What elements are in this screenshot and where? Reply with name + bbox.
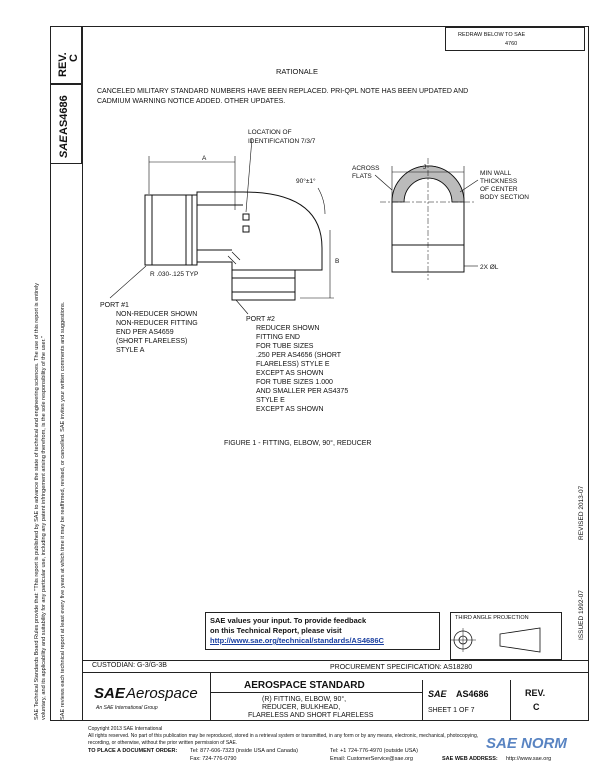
doc-title-1: (R) FITTING, ELBOW, 90°, [262, 696, 347, 703]
title-block-rule [82, 660, 589, 661]
title-rule-2 [82, 672, 589, 673]
redraw-line-2: 4760 [505, 41, 518, 47]
redraw-box [445, 27, 585, 51]
port2-line-3: FOR TUBE SIZES [256, 343, 314, 350]
footer-copyright: Copyright 2013 SAE International [88, 726, 163, 732]
standard-title: AEROSPACE STANDARD [244, 680, 365, 691]
title-divider-1 [210, 672, 211, 721]
dim-b-label: B [335, 258, 339, 265]
brand-sae: SAE [94, 685, 125, 702]
port1-line-5: STYLE A [116, 347, 145, 354]
port1-line-4: (SHORT FLARELESS) [116, 338, 188, 345]
figure-caption: FIGURE 1 - FITTING, ELBOW, 90°, REDUCER [224, 440, 372, 447]
port2-line-8: AND SMALLER PER AS4375 [256, 388, 349, 395]
across-label-2: FLATS [352, 173, 372, 180]
watermark-logo: SAE NORM [486, 735, 567, 752]
footer-rights-2: recording, or otherwise, without the pri… [88, 740, 238, 746]
port2-line-0: PORT #2 [246, 316, 275, 323]
port1-line-2: NON-REDUCER FITTING [116, 320, 198, 327]
min-wall-3: OF CENTER [480, 186, 518, 193]
min-wall-4: BODY SECTION [480, 194, 529, 201]
min-wall-2: THICKNESS [480, 178, 518, 185]
side-rev-box [50, 26, 82, 84]
dia-label: 2X ØL [480, 264, 499, 271]
brand-aerospace: Aerospace [126, 685, 198, 702]
footer-order: TO PLACE A DOCUMENT ORDER: [88, 748, 178, 754]
port1-line-3: END PER AS4659 [116, 329, 174, 336]
footer-fax: Fax: 724-776-0790 [190, 756, 237, 762]
port2-line-2: FITTING END [256, 334, 300, 341]
block-doc-number: AS4686 [456, 689, 489, 699]
feedback-line-1: SAE values your input. To provide feedba… [210, 616, 367, 625]
dim-j-label: J [423, 164, 426, 171]
footer-tel-1: Tel: 877-606-7323 (inside USA and Canada… [190, 748, 298, 754]
title-divider-3 [510, 680, 511, 721]
port2-line-10: EXCEPT AS SHOWN [256, 406, 324, 413]
rationale-text-2: CADMIUM WARNING NOTICE ADDED. OTHER UPDA… [97, 98, 286, 105]
block-rev-label: REV. [525, 688, 546, 698]
brand-sub: An SAE International Group [96, 705, 158, 711]
rationale-title: RATIONALE [276, 67, 318, 76]
port2-line-1: REDUCER SHOWN [256, 325, 320, 332]
side-doc-box [50, 84, 82, 164]
dim-a-label: A [202, 155, 207, 162]
projection-label: THIRD ANGLE PROJECTION [455, 615, 529, 621]
block-rev-value: C [533, 702, 540, 712]
procurement-spec: PROCUREMENT SPECIFICATION: AS18280 [330, 664, 473, 671]
port1-line-1: NON-REDUCER SHOWN [116, 311, 198, 318]
feedback-link[interactable]: http://www.sae.org/technical/standards/A… [210, 636, 384, 645]
port2-line-6: EXCEPT AS SHOWN [256, 370, 324, 377]
footer-rights-1: All rights reserved. No part of this pub… [88, 733, 479, 739]
title-divider-2 [422, 680, 423, 721]
sheet-number: SHEET 1 OF 7 [428, 707, 475, 714]
port2-line-5: FLARELESS) STYLE E [256, 361, 330, 368]
location-label-2: IDENTIFICATION 7/3/7 [248, 138, 316, 145]
title-rule-3 [210, 692, 422, 693]
footer-tel-2: Tel: +1 724-776-4970 (outside USA) [330, 748, 418, 754]
radius-label: R .030-.125 TYP [150, 271, 198, 278]
min-wall-1: MIN WALL [480, 170, 512, 177]
across-label-1: ACROSS [352, 165, 380, 172]
drawing-frame [82, 26, 589, 721]
rationale-text-1: CANCELED MILITARY STANDARD NUMBERS HAVE … [97, 88, 469, 95]
port2-line-4: .250 PER AS4656 (SHORT [256, 352, 342, 359]
footer-web-label: SAE WEB ADDRESS: [442, 756, 498, 762]
custodian: CUSTODIAN: G-3/G-3B [92, 662, 167, 669]
block-doc-sae: SAE [428, 689, 447, 699]
port2-line-7: FOR TUBE SIZES 1.000 [256, 379, 333, 386]
feedback-box [205, 612, 440, 650]
redraw-line-1: REDRAW BELOW TO SAE [458, 32, 526, 38]
footer-email: Email: CustomerService@sae.org [330, 756, 413, 762]
projection-box [450, 612, 562, 660]
doc-title-3: FLARELESS AND SHORT FLARELESS [248, 712, 374, 719]
feedback-line-2: on this Technical Report, please visit [210, 626, 342, 635]
location-label-1: LOCATION OF [248, 129, 292, 136]
port2-line-9: STYLE E [256, 397, 285, 404]
footer-web-url[interactable]: http://www.sae.org [506, 756, 552, 762]
doc-title-2: REDUCER, BULKHEAD, [262, 704, 341, 711]
port1-line-0: PORT #1 [100, 302, 129, 309]
angle-label: 90°±1° [296, 177, 316, 185]
